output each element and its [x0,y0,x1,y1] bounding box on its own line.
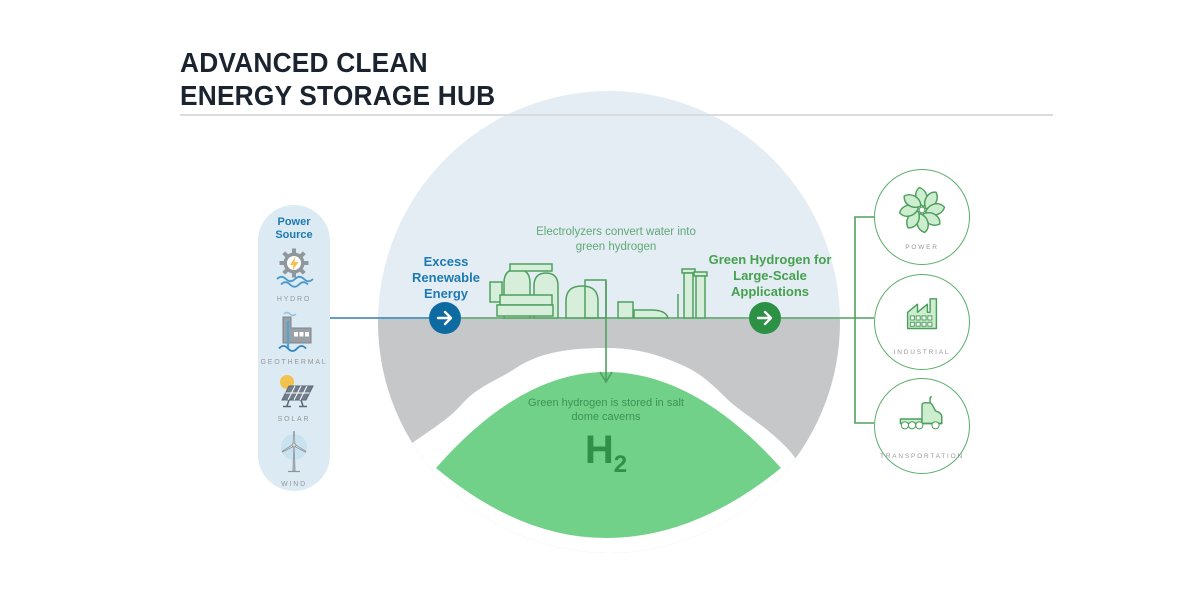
power-source-label: GEOTHERMAL [260,359,328,366]
page-title-line2: ENERGY STORAGE HUB [180,80,496,111]
h2-symbol: H2 [584,428,628,478]
power-source-item-hydro: HYDRO [272,248,316,303]
power-source-label: SOLAR [277,416,311,423]
geothermal-icon [271,309,317,358]
power-source-heading: Power Source [275,216,313,241]
page-title-line1: ADVANCED CLEAN [180,47,428,78]
application-power: POWER [874,169,970,265]
output-arrow-icon [749,302,781,334]
electrolyzer-plant-illustration [489,263,708,319]
factory-icon [895,288,949,347]
application-transportation: TRANSPORTATION [874,378,970,474]
power-source-item-geothermal: GEOTHERMAL [260,309,327,366]
power-source-label: HYDRO [276,296,312,303]
application-industrial: INDUSTRIAL [874,274,970,370]
applications-connector [854,216,874,424]
application-label: TRANSPORTATION [879,453,965,460]
hydro-icon [272,248,316,295]
green-hydrogen-label: Green Hydrogen for Large-Scale Applicati… [708,252,832,299]
application-label: INDUSTRIAL [893,349,951,356]
input-arrow-icon [429,302,461,334]
truck-icon [895,392,949,451]
page-title: ADVANCED CLEAN ENERGY STORAGE HUB [180,46,495,112]
solar-icon [272,372,316,415]
power-source-item-wind: WIND [272,429,316,488]
storage-down-arrow-icon [599,281,613,384]
storage-caption: Green hydrogen is stored in salt dome ca… [528,397,684,423]
power-source-item-solar: SOLAR [272,372,316,423]
wind-icon [272,429,316,480]
power-source-panel: Power Source [258,205,330,491]
excess-renewable-energy-label: Excess Renewable Energy [412,254,480,301]
application-label: POWER [905,244,939,251]
power-source-label: WIND [281,481,307,488]
turbine-fan-icon [895,183,949,242]
salt-dome-shape [436,372,781,538]
electrolyzer-caption: Electrolyzers convert water into green h… [536,226,696,253]
